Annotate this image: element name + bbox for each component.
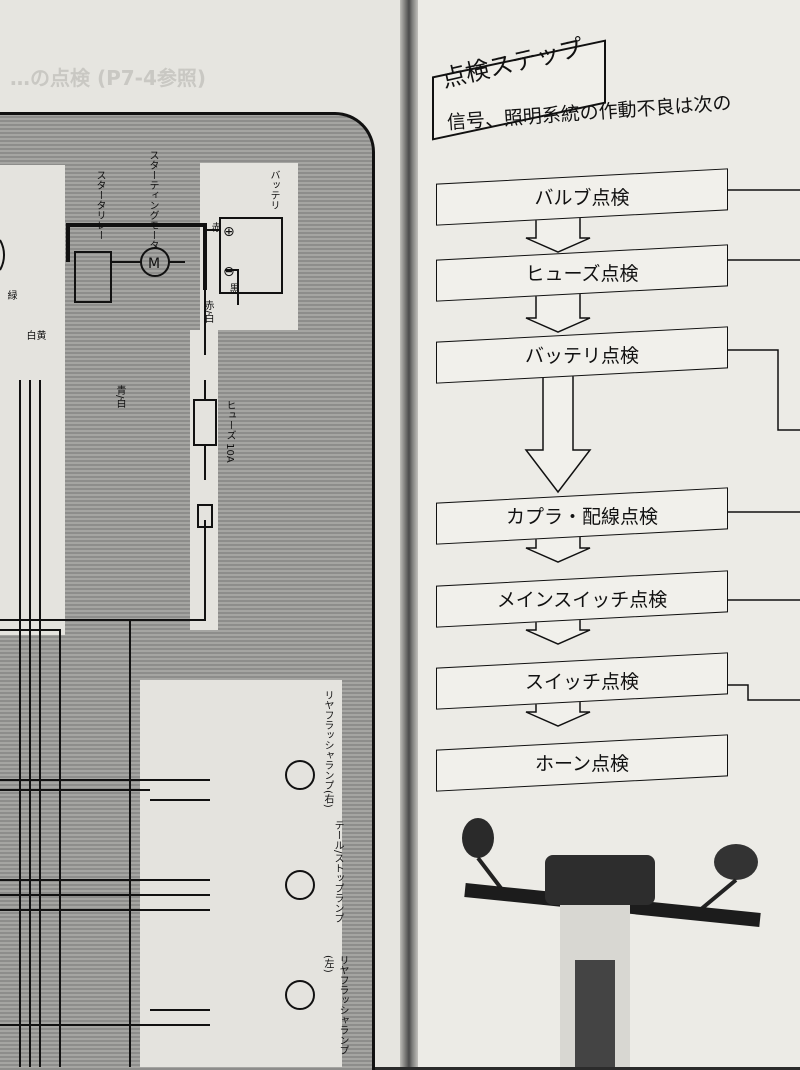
wire-green-label: 緑: [5, 290, 16, 300]
left-page-wiring-diagram: …の点検 (P7-4参照) M ⊕ ⊖ スタータリレー スターティングモータ バ…: [0, 0, 402, 1070]
arrow-2: [525, 290, 591, 333]
motor-symbol: M: [148, 256, 160, 272]
book-gutter: [400, 0, 420, 1067]
wire-red-label: 赤: [209, 222, 220, 232]
arrow-1: [525, 210, 591, 253]
svg-text:⊖: ⊖: [223, 264, 235, 280]
battery-label: バッテリ: [268, 170, 279, 210]
tail-stop-lamp-label: テール/ストップランプ: [332, 820, 343, 924]
svg-text:⊕: ⊕: [223, 224, 235, 240]
faded-header: …の点検 (P7-4参照): [10, 66, 207, 90]
motorcycle-handlebar-photo: [462, 818, 761, 1067]
wire-yellow-label: 黄: [34, 330, 45, 340]
wiring-lines: M ⊕ ⊖: [0, 217, 315, 1067]
starting-motor-label: スターティングモータ: [147, 150, 158, 250]
fuse-label: ヒューズ 10A: [224, 400, 235, 463]
wire-black-label: 黒: [227, 283, 238, 293]
rear-flasher-right-label: リヤフラッシャランプ(右): [322, 690, 333, 808]
rear-flasher-left-label: リヤフラッシャランプ(左): [322, 955, 348, 1055]
wire-red-white-label: 赤/白: [202, 300, 213, 324]
wire-white-label: 白: [24, 330, 35, 340]
arrow-3: [524, 372, 592, 494]
left-panel: [0, 165, 65, 635]
starter-relay-label: スタータリレー: [94, 170, 105, 240]
wire-blue-white-label: 青/白: [114, 385, 125, 409]
